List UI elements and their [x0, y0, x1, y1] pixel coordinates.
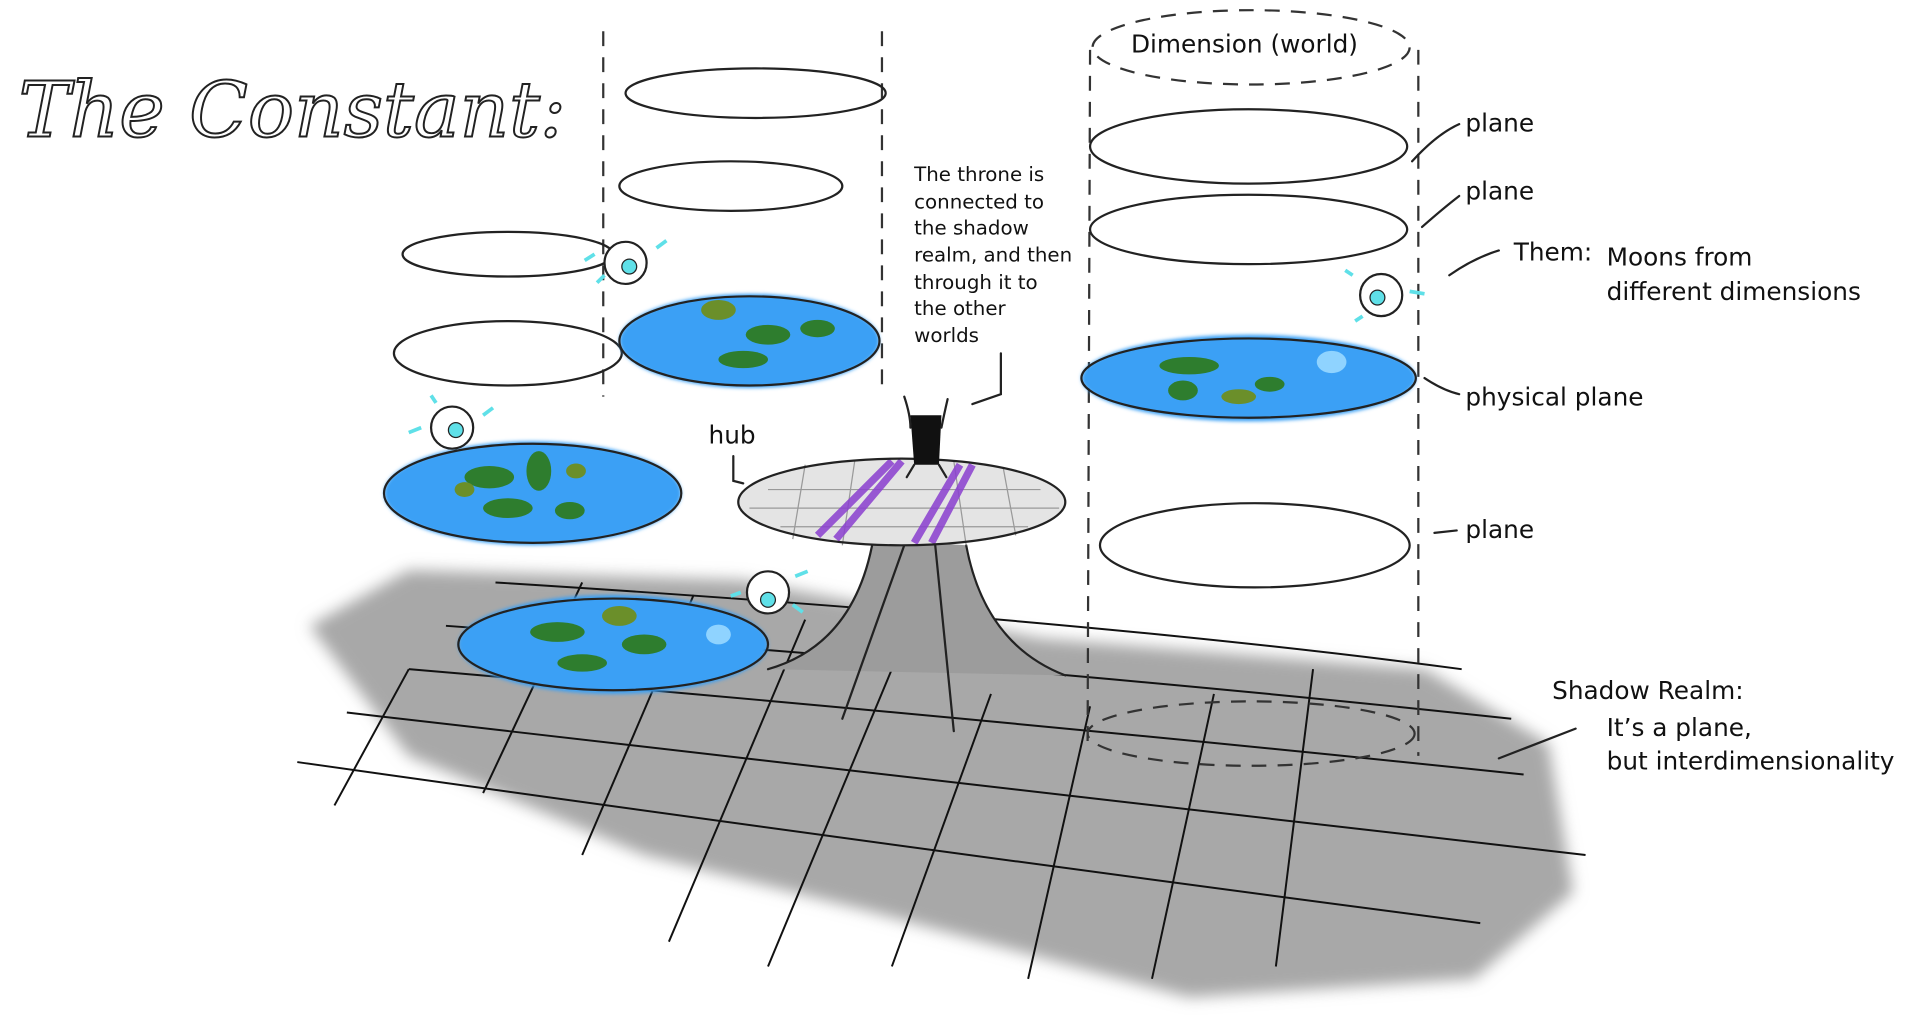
plane-label: plane [1465, 177, 1534, 206]
physical-plane [457, 594, 770, 694]
svg-text:the other: the other [914, 297, 1006, 320]
leader-lines [732, 123, 1577, 760]
dimension-label: Dimension (world) [1131, 29, 1358, 58]
moon-icon [408, 394, 495, 450]
svg-text:connected to: connected to [914, 190, 1044, 213]
moon-icon [730, 569, 809, 615]
hub-funnel [766, 537, 1067, 733]
physical-planes [382, 293, 1417, 694]
physical-plane-label: physical plane [1465, 382, 1643, 411]
throne-icon [903, 395, 949, 479]
moon-icon [1344, 268, 1425, 323]
throne-note: The throne is connected to the shadow re… [913, 163, 1072, 347]
dimension-cylinder-left [602, 31, 884, 397]
shadow-realm-desc-line2: but interdimensionality [1607, 747, 1895, 776]
hub-platform [737, 457, 1067, 547]
empty-planes [392, 67, 1411, 589]
physical-plane [1080, 334, 1417, 422]
svg-text:worlds: worlds [914, 324, 979, 347]
svg-text:realm, and then: realm, and then [914, 244, 1072, 267]
moons [408, 239, 1425, 615]
shadow-realm-desc-line1: It’s a plane, [1607, 713, 1752, 742]
svg-text:The throne is: The throne is [913, 163, 1044, 186]
shadow-realm-label: Shadow Realm: [1552, 676, 1743, 705]
plane-label: plane [1465, 109, 1534, 138]
diagram-title: The Constant: [19, 67, 566, 156]
moons-label-line2: different dimensions [1607, 277, 1861, 306]
physical-plane [618, 293, 881, 388]
them-label: Them: [1513, 237, 1593, 266]
physical-plane [382, 441, 683, 546]
moon-icon [583, 239, 668, 286]
dimension-cylinder-right [1086, 9, 1420, 767]
svg-text:the shadow: the shadow [914, 216, 1029, 239]
svg-text:through it to: through it to [914, 271, 1038, 294]
hub-label: hub [709, 421, 756, 450]
moons-label-line1: Moons from [1607, 242, 1753, 271]
plane-label: plane [1465, 515, 1534, 544]
